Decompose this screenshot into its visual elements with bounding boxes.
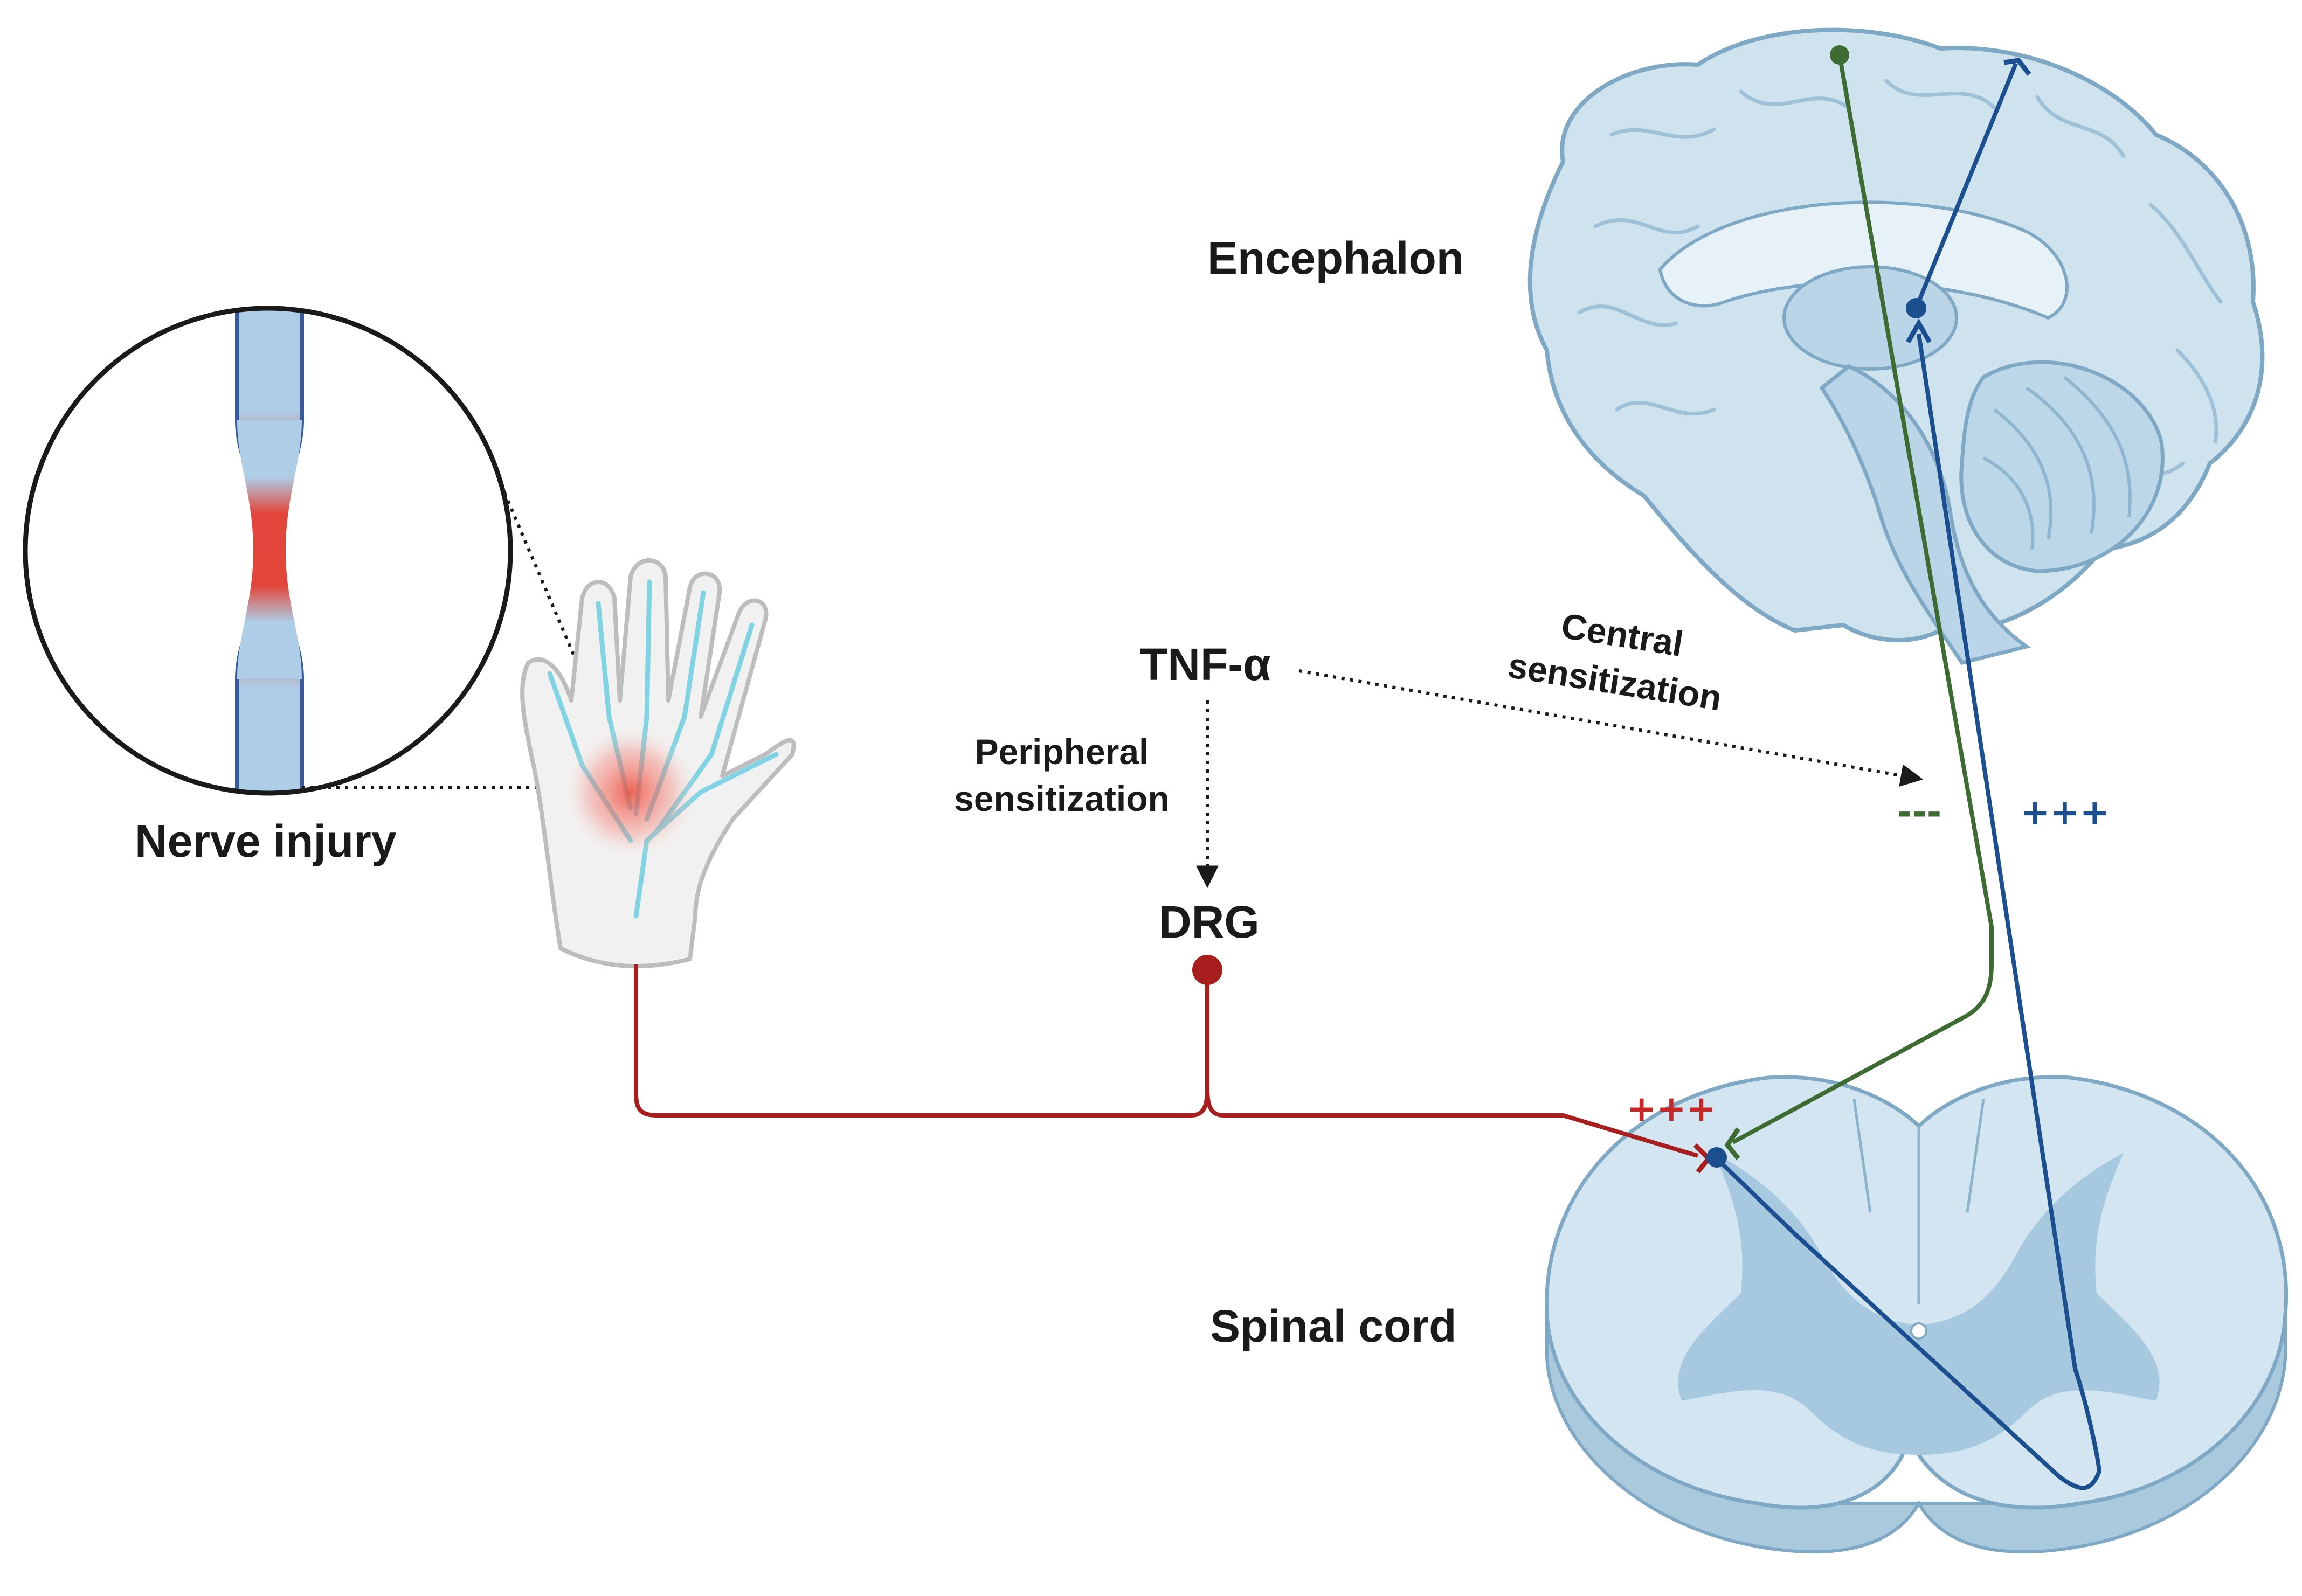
tnf-alpha-label: TNF-α xyxy=(1140,639,1271,690)
drg-soma xyxy=(1192,955,1222,985)
peripheral-nerve-path xyxy=(634,964,1712,1174)
zoom-connector-lines xyxy=(302,484,627,789)
drg-label: DRG xyxy=(1159,897,1260,947)
peripheral-plus-sign: +++ xyxy=(1627,1088,1716,1129)
brain-icon xyxy=(1527,27,2265,665)
spinal-cord-icon xyxy=(1545,1075,2288,1554)
descending-pathway xyxy=(1724,45,1994,1160)
peripheral-sensitization-label: Peripheral xyxy=(975,732,1149,772)
spinal-cord-label: Spinal cord xyxy=(1210,1301,1456,1351)
nerve-injury-label: Nerve injury xyxy=(135,816,397,866)
encephalon-label: Encephalon xyxy=(1207,233,1464,283)
peripheral-sensitization-label-line2: sensitization xyxy=(954,779,1170,818)
nerve-zoom-icon xyxy=(23,306,513,796)
central-sensitization-arrow xyxy=(1298,669,1924,787)
ascending-plus-sign: +++ xyxy=(2020,792,2110,833)
inhibition-minus-sign: --- xyxy=(1897,792,1941,833)
central-sensitization-label-line2: sensitization xyxy=(1505,645,1724,718)
ascending-pathway xyxy=(1706,58,2101,1490)
hand-icon xyxy=(520,558,796,969)
